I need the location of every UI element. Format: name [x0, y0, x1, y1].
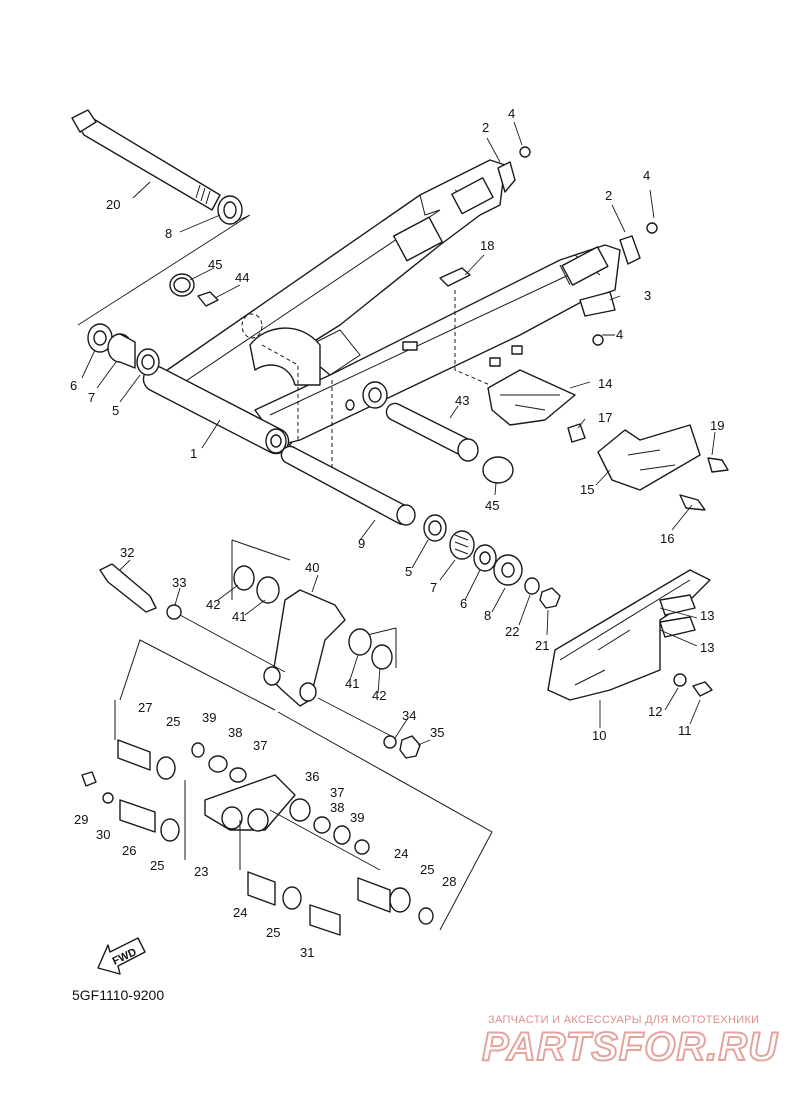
callout-17: 17 [598, 410, 612, 425]
callout-14: 14 [598, 376, 612, 391]
watermark-brand: PARTSFOR.RU [482, 1025, 778, 1069]
callout-28: 28 [442, 874, 456, 889]
watermark-subtitle: ЗАПЧАСТИ И АКСЕССУАРЫ ДЛЯ МОТОТЕХНИКИ [488, 1014, 759, 1026]
shaft-43 [385, 402, 514, 484]
callout-11: 11 [678, 723, 692, 738]
callout-3: 3 [644, 288, 651, 303]
bolt-16 [679, 494, 706, 511]
callout-5: 5 [112, 403, 119, 418]
lower-bushings [247, 871, 434, 936]
callout-6: 6 [460, 596, 467, 611]
callout-18: 18 [480, 238, 494, 253]
callout-44: 44 [235, 270, 249, 285]
callout-45: 45 [485, 498, 499, 513]
callout-8: 8 [165, 226, 172, 241]
callout-9: 9 [358, 536, 365, 551]
callout-16: 16 [660, 531, 674, 546]
connecting-rod-23 [204, 774, 296, 832]
callout-27: 27 [138, 700, 152, 715]
callout-42: 42 [372, 688, 386, 703]
callout-25: 25 [266, 925, 280, 940]
chain-guide-10 [547, 569, 713, 701]
right-pivot-bushings [423, 514, 561, 609]
callout-35: 35 [430, 725, 444, 740]
callout-2: 2 [482, 120, 489, 135]
shaft-9 [280, 445, 416, 526]
cap-and-bolt-upper [169, 273, 263, 339]
callout-31: 31 [300, 945, 314, 960]
bolt-19 [707, 457, 729, 473]
chain-slider-14 [487, 369, 576, 426]
callout-45: 45 [208, 257, 222, 272]
callout-23: 23 [194, 864, 208, 879]
callout-25: 25 [150, 858, 164, 873]
callout-25: 25 [166, 714, 180, 729]
callout-15: 15 [580, 482, 594, 497]
callout-42: 42 [206, 597, 220, 612]
callout-41: 41 [345, 676, 359, 691]
callout-12: 12 [648, 704, 662, 719]
callout-39: 39 [202, 710, 216, 725]
callout-43: 43 [455, 393, 469, 408]
callout-37: 37 [330, 785, 344, 800]
callout-29: 29 [74, 812, 88, 827]
callout-38: 38 [330, 800, 344, 815]
callout-21: 21 [535, 638, 549, 653]
chain-adjusters [439, 146, 658, 346]
callout-22: 22 [505, 624, 519, 639]
callout-32: 32 [120, 545, 134, 560]
guide-plate-15 [597, 424, 701, 491]
callout-19: 19 [710, 418, 724, 433]
callout-34: 34 [402, 708, 416, 723]
callout-24: 24 [394, 846, 408, 861]
callout-33: 33 [172, 575, 186, 590]
callout-4: 4 [508, 106, 515, 121]
callout-leaders [81, 121, 716, 746]
watermark-logo: ЗАПЧАСТИ И АКСЕССУАРЫ ДЛЯ МОТОТЕХНИКИ PA… [481, 1014, 778, 1070]
callout-38: 38 [228, 725, 242, 740]
callout-26: 26 [122, 843, 136, 858]
callout-10: 10 [592, 728, 606, 743]
callout-7: 7 [430, 580, 437, 595]
callout-20: 20 [106, 197, 120, 212]
relay-arm-40 [231, 539, 397, 707]
left-pivot-bushings [87, 323, 160, 376]
callout-4: 4 [643, 168, 650, 183]
callout-7: 7 [88, 390, 95, 405]
callout-25: 25 [420, 862, 434, 877]
callout-1: 1 [190, 446, 197, 461]
callout-6: 6 [70, 378, 77, 393]
callout-40: 40 [305, 560, 319, 575]
callout-4: 4 [616, 327, 623, 342]
callout-24: 24 [233, 905, 247, 920]
swingarm [142, 159, 621, 455]
callout-13: 13 [700, 608, 714, 623]
collar-17 [567, 423, 586, 443]
callout-41: 41 [232, 609, 246, 624]
callout-5: 5 [405, 564, 412, 579]
callout-39: 39 [350, 810, 364, 825]
pivot-shaft-20 [71, 109, 243, 225]
callout-2: 2 [605, 188, 612, 203]
diagram-code: 5GF1110-9200 [72, 987, 164, 1003]
rod-bushings [81, 739, 370, 855]
callout-13: 13 [700, 640, 714, 655]
bolt-32 [99, 563, 182, 620]
callout-30: 30 [96, 827, 110, 842]
callout-8: 8 [484, 608, 491, 623]
fwd-arrow-icon: FWD [97, 937, 146, 975]
callout-37: 37 [253, 738, 267, 753]
callout-36: 36 [305, 769, 319, 784]
